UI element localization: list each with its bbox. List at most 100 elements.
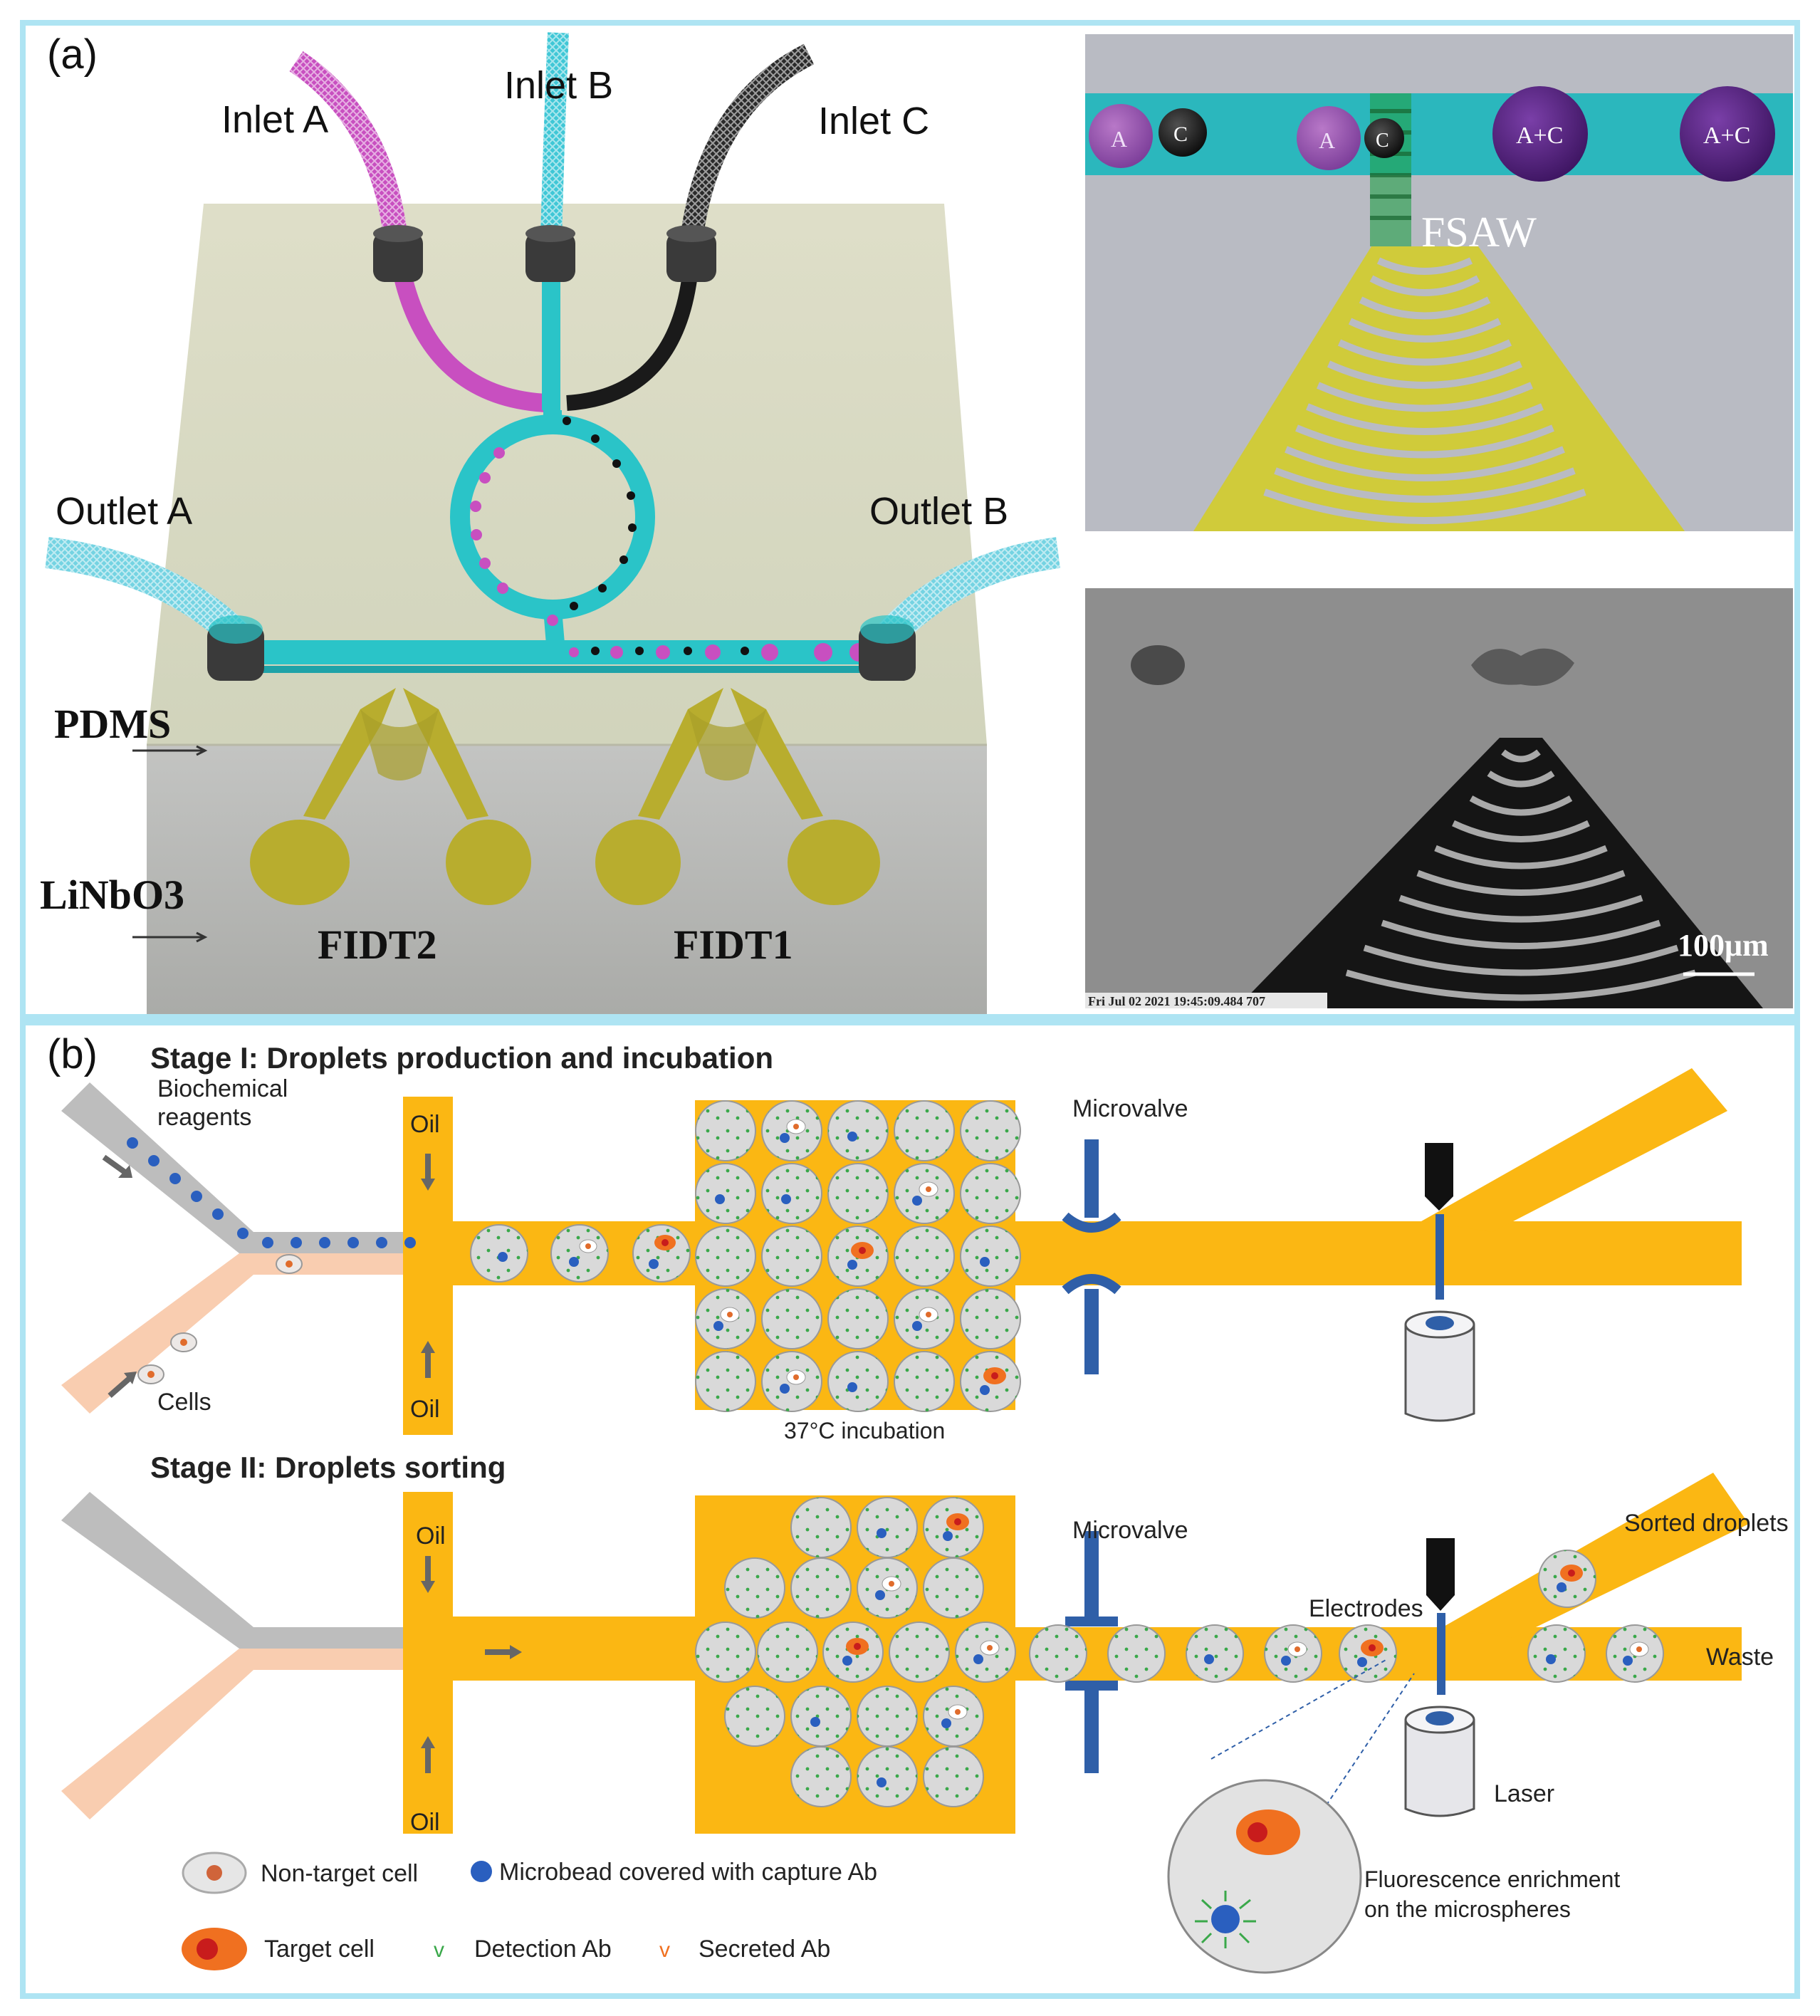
droplet [695, 1163, 756, 1224]
droplet [857, 1686, 918, 1747]
fluorescence-label-2: on the microspheres [1364, 1896, 1571, 1922]
stage2-title: Stage II: Droplets sorting [150, 1451, 506, 1484]
waste-label: Waste [1706, 1644, 1774, 1671]
droplet [761, 1351, 822, 1412]
legend-detection: Detection Ab [474, 1936, 612, 1963]
pdms-block [147, 204, 987, 745]
fsaw-fingers [1263, 257, 1586, 524]
panel-b: (b) Stage I: Droplets production and inc… [20, 1020, 1800, 1999]
droplet-a-1 [1089, 104, 1153, 168]
microvalve-label-s2: Microvalve [1072, 1517, 1188, 1544]
droplet [827, 1226, 889, 1287]
microvalve-stage1 [1062, 1139, 1121, 1374]
droplet [761, 1100, 822, 1161]
droplet [923, 1557, 984, 1619]
droplet [960, 1163, 1021, 1224]
droplet-label-a1: A [1111, 126, 1127, 152]
stage1-channel-droplets [470, 1224, 691, 1283]
droplet [923, 1497, 984, 1558]
fsaw-label: FSAW [1421, 209, 1537, 256]
droplet [827, 1288, 889, 1349]
sorting-cluster [695, 1497, 1016, 1807]
microvalve-label-s1: Microvalve [1072, 1095, 1188, 1122]
droplet [1527, 1624, 1586, 1683]
inlet-c-channel [566, 260, 699, 411]
channel-droplets [569, 643, 868, 662]
legend-secreted: Secreted Ab [699, 1936, 830, 1963]
droplet [923, 1686, 984, 1747]
panel-a-figure: (a) [40, 31, 1793, 1014]
droplet [923, 1746, 984, 1807]
droplet [1339, 1624, 1397, 1683]
laser-stage1 [1404, 1310, 1475, 1422]
microvalve-stage2 [1065, 1531, 1118, 1773]
reagents-label: reagents [157, 1104, 251, 1131]
droplet [827, 1351, 889, 1412]
legend-microbead-swatch [471, 1861, 492, 1882]
droplet-label-c1: C [1173, 122, 1188, 146]
droplet [790, 1686, 852, 1747]
pdms-label: PDMS [54, 701, 171, 747]
reagent-beads [127, 1137, 416, 1248]
zoom-inset [1167, 1659, 1415, 1974]
legend [182, 1852, 492, 1970]
droplet [894, 1100, 955, 1161]
electrode-stage1 [1425, 1143, 1453, 1300]
panel-b-label: (b) [47, 1031, 98, 1077]
fsaw-render [1085, 34, 1793, 531]
oil-label-s2-bottom: Oil [410, 1809, 440, 1836]
droplet [960, 1226, 1021, 1287]
droplet [695, 1621, 756, 1683]
droplet-a-2 [1297, 106, 1361, 170]
stage1-title: Stage I: Droplets production and incubat… [150, 1041, 773, 1075]
droplet [695, 1288, 756, 1349]
fidt1-electrode [595, 688, 880, 905]
droplet-label-c2: C [1376, 130, 1389, 152]
panel-b-figure: (b) Stage I: Droplets production and inc… [47, 1031, 1789, 1974]
droplet [960, 1351, 1021, 1412]
droplet [827, 1163, 889, 1224]
droplet [894, 1226, 955, 1287]
droplet-ac-2 [1680, 86, 1775, 182]
droplet [724, 1686, 785, 1747]
inlet-a-label: Inlet A [221, 98, 328, 141]
droplet [761, 1226, 822, 1287]
legend-non-target: Non-target cell [261, 1860, 418, 1887]
sorting-row-droplets [1029, 1550, 1664, 1683]
droplet-label-a2: A [1319, 127, 1335, 153]
droplet [894, 1288, 955, 1349]
droplet [894, 1163, 955, 1224]
loop-droplets [470, 417, 637, 626]
droplet [1264, 1624, 1322, 1683]
fidt1-label: FIDT1 [674, 921, 793, 968]
electrodes-label: Electrodes [1309, 1595, 1423, 1622]
droplet [757, 1621, 818, 1683]
droplet-label-ac1: A+C [1516, 122, 1563, 149]
droplet [960, 1100, 1021, 1161]
electrode-stage2 [1426, 1538, 1455, 1695]
legend-detection-glyph: v [434, 1938, 444, 1962]
droplet-c-2 [1364, 118, 1404, 158]
droplet [790, 1746, 852, 1807]
panel-a: (a) [20, 20, 1800, 1020]
sorted-droplets-label: Sorted droplets [1624, 1510, 1789, 1537]
input-cells [137, 1254, 303, 1384]
oil-label-s1-top: Oil [410, 1111, 440, 1138]
droplet [822, 1621, 884, 1683]
laser-stage2 [1404, 1706, 1475, 1817]
droplet [960, 1288, 1021, 1349]
panel-a-label: (a) [47, 31, 98, 78]
droplet [857, 1557, 918, 1619]
incubation-grid [695, 1100, 1021, 1412]
inlet-b-label: Inlet B [504, 64, 613, 107]
droplet [857, 1746, 918, 1807]
inlet-c-label: Inlet C [818, 100, 929, 142]
fidt2-label: FIDT2 [318, 921, 437, 968]
scale-bar-label: 100μm [1678, 928, 1769, 963]
droplet [894, 1351, 955, 1412]
biochemical-label: Biochemical [157, 1075, 288, 1102]
oil-label-s1-bottom: Oil [410, 1396, 440, 1423]
droplet [761, 1288, 822, 1349]
fluorescence-label-1: Fluorescence enrichment [1364, 1866, 1620, 1892]
droplet-ac-1 [1492, 86, 1588, 182]
